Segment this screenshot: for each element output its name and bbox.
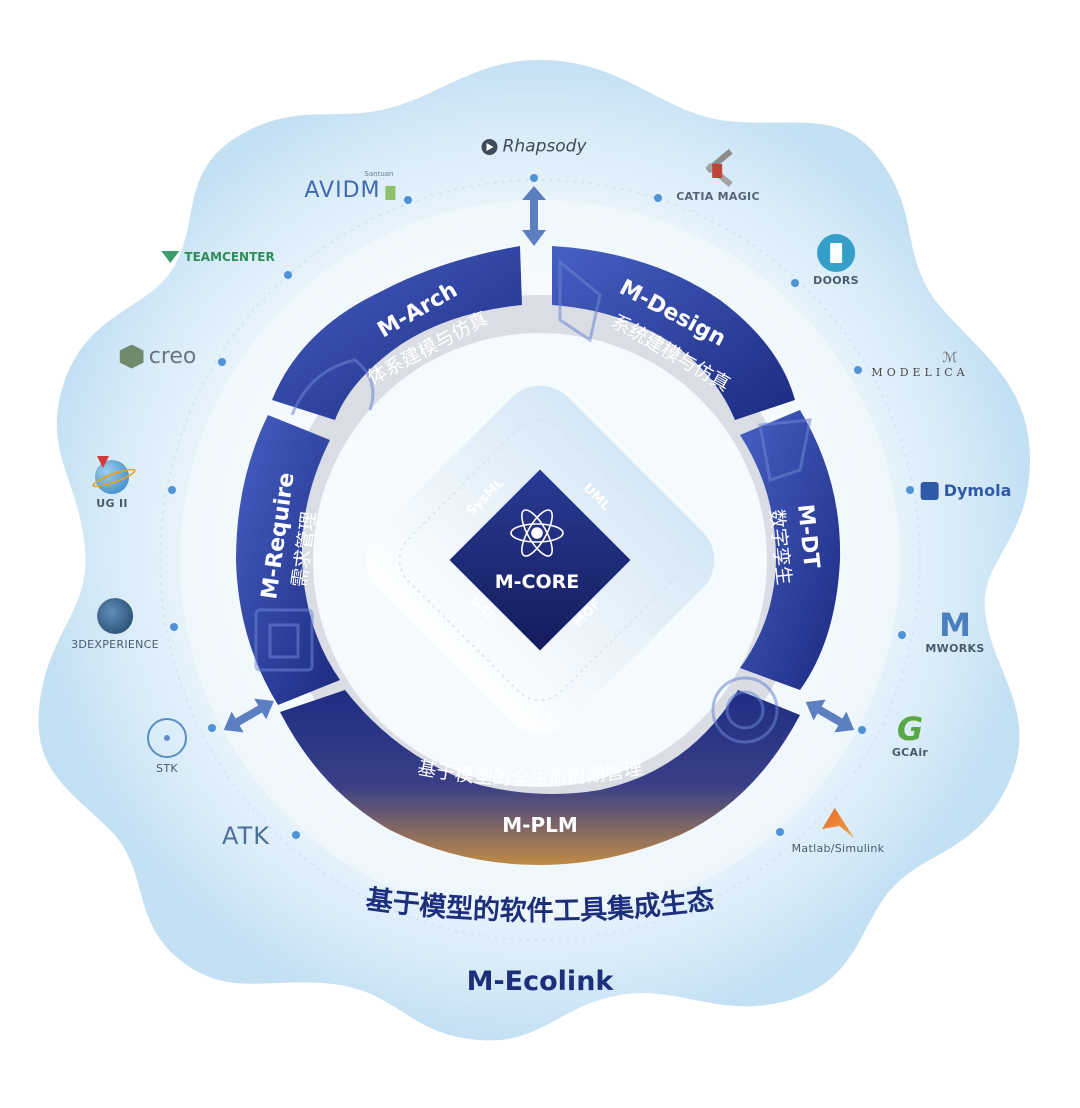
avidm-badge-icon — [385, 185, 396, 200]
creo-icon — [119, 344, 144, 369]
tool-catia-magic[interactable]: CATIA MAGIC — [676, 149, 760, 203]
tool-teamcenter[interactable]: TEAMCENTER — [161, 246, 275, 265]
m-arch-segment[interactable] — [272, 246, 522, 420]
avidm-logo: AVIDM — [304, 178, 381, 203]
m-plm-name: M-PLM — [502, 813, 578, 837]
core-diamond[interactable] — [449, 469, 631, 651]
tool-doors[interactable]: DOORS — [813, 234, 859, 287]
core-title: M-CORE — [495, 571, 580, 593]
catia-icon — [698, 149, 738, 190]
tool-ug[interactable]: UG II — [90, 456, 138, 510]
gcair-icon: G — [896, 710, 924, 748]
tool-atk[interactable]: ATK — [222, 822, 270, 850]
tool-dymola[interactable]: Dymola — [920, 480, 1011, 500]
m-require-segment[interactable] — [236, 415, 340, 705]
m-dt-segment[interactable] — [740, 410, 841, 690]
core-dashed-outline — [398, 418, 682, 702]
arrow-left — [223, 698, 274, 733]
tool-modelica[interactable]: ℳ MODELICA — [871, 350, 969, 379]
arrow-right — [805, 699, 855, 733]
tool-3dexperience[interactable]: 3DEXPERIENCE — [71, 598, 159, 651]
tool-gcair[interactable]: G GCAir — [891, 710, 929, 759]
modelica-icon: ℳ — [942, 350, 958, 366]
mworks-icon: M — [939, 606, 971, 644]
ecosystem-name: M-Ecolink — [467, 966, 615, 997]
teamcenter-icon — [161, 250, 180, 263]
tool-mworks[interactable]: M MWORKS — [925, 606, 985, 655]
outer-dashed-ring — [159, 179, 921, 941]
3dexperience-icon — [97, 598, 133, 634]
segment-decor — [254, 258, 812, 744]
rhapsody-icon — [481, 138, 498, 155]
tool-rhapsody[interactable]: Rhapsody — [481, 136, 587, 157]
ring-dots — [168, 174, 914, 839]
m-design-segment[interactable] — [552, 246, 795, 420]
tool-creo[interactable]: creo — [119, 344, 196, 369]
arrow-top — [522, 186, 546, 246]
tool-avidm[interactable]: AVIDM Santuan — [304, 170, 396, 203]
tool-stk[interactable]: STK — [147, 718, 187, 775]
matlab-icon — [822, 808, 854, 838]
stk-icon — [147, 718, 187, 758]
doors-icon — [816, 234, 855, 272]
tool-matlab[interactable]: Matlab/Simulink — [792, 808, 885, 855]
atom-icon — [510, 509, 564, 557]
m-plm-segment[interactable] — [280, 690, 800, 865]
dymola-icon — [920, 481, 939, 500]
ug-icon — [90, 456, 138, 494]
